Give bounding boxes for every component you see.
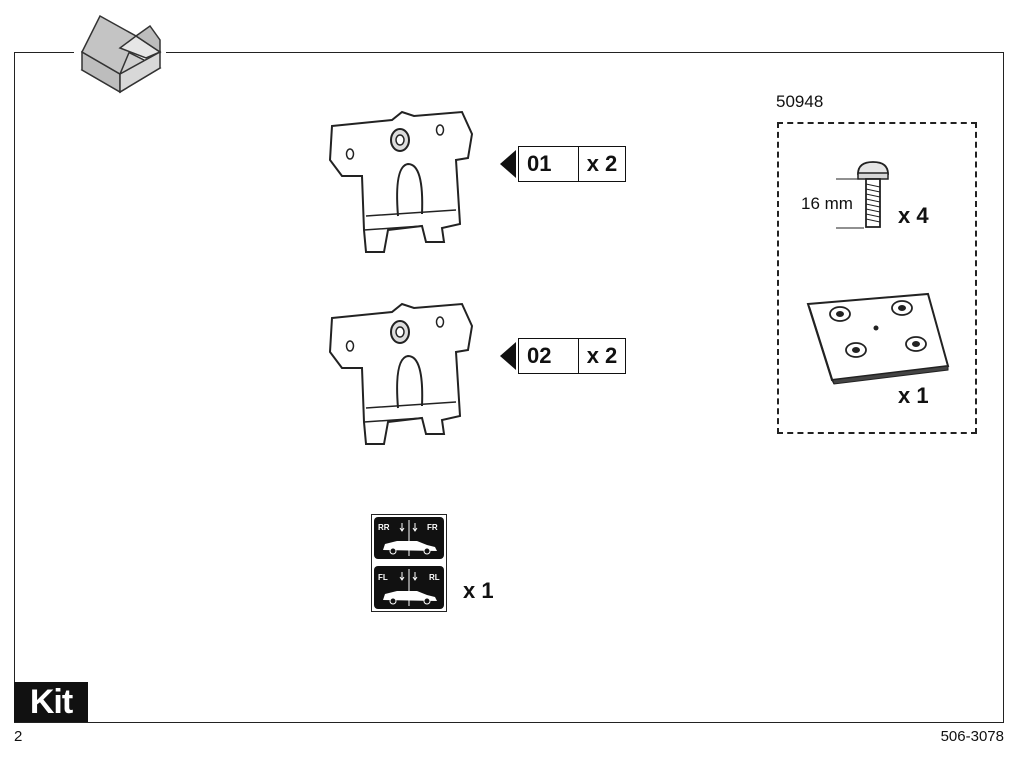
- screw-length: 16 mm: [801, 194, 853, 213]
- mounting-plate-image: [804, 290, 954, 391]
- screw-image: [856, 160, 890, 237]
- length-dimension: [836, 178, 866, 235]
- pointer-arrow-icon: [500, 150, 516, 178]
- plate-quantity: x 1: [898, 383, 929, 408]
- bracket-02-image: [322, 298, 482, 453]
- pointer-arrow-icon: [500, 342, 516, 370]
- part-02-label: 02 x 2: [500, 337, 626, 375]
- kit-id: 50948: [776, 92, 824, 111]
- sticker-quantity: x 1: [463, 578, 494, 603]
- page-number: 2: [14, 728, 23, 745]
- sticker-label-fr: FR: [427, 523, 438, 532]
- kit-badge: Kit: [14, 682, 88, 722]
- part-code: 02: [519, 339, 579, 373]
- open-box-icon: [74, 12, 166, 100]
- part-quantity: x 2: [586, 343, 618, 368]
- bracket-01-image: [322, 106, 482, 261]
- part-01-label: 01 x 2: [500, 145, 626, 183]
- page-frame: [14, 52, 1004, 723]
- position-sticker-sheet: RR FR FL RL: [371, 514, 447, 612]
- sticker-label-rr: RR: [378, 523, 390, 532]
- kit-contents-box: [777, 122, 977, 434]
- document-number: 506-3078: [940, 728, 1004, 745]
- screw-quantity: x 4: [898, 203, 929, 228]
- sticker-label-rl: RL: [429, 573, 440, 582]
- part-quantity: x 2: [586, 151, 618, 176]
- part-code: 01: [519, 147, 579, 181]
- sticker-label-fl: FL: [378, 573, 388, 582]
